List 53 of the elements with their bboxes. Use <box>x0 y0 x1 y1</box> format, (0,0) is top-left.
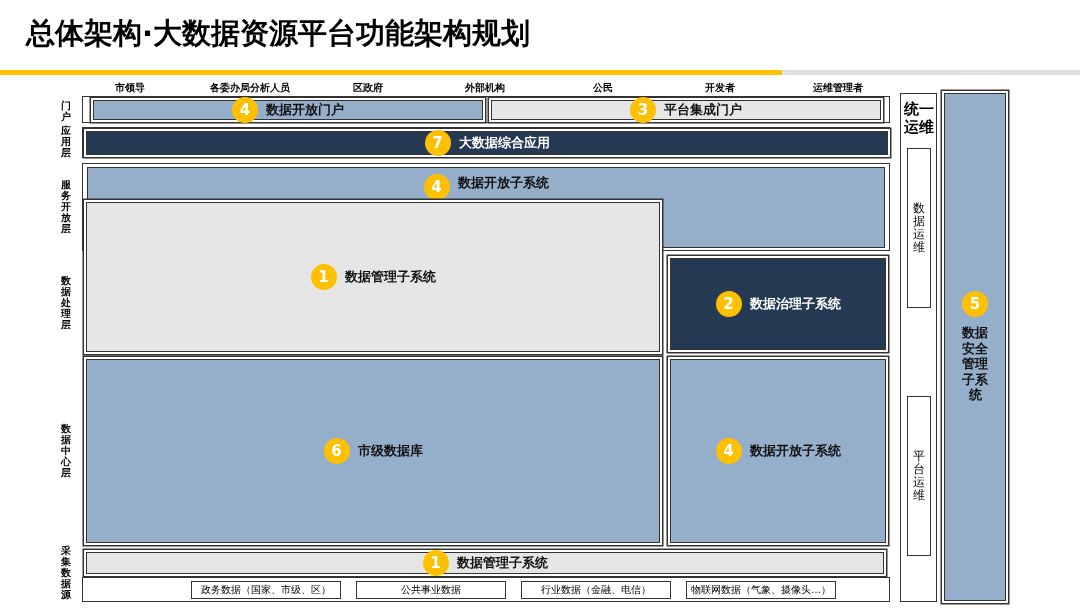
number-badge: 3 <box>630 97 656 123</box>
module-title: 数据开放门户 <box>266 101 344 119</box>
panel-title: 统一运维 <box>903 100 934 136</box>
page-title: 总体架构·大数据资源平台功能架构规划 <box>26 15 531 52</box>
number-badge: 4 <box>423 174 450 200</box>
box-label: 政务数据（国家、市级、区） <box>201 583 331 597</box>
module-box <box>87 167 885 201</box>
module-box <box>86 359 660 543</box>
number-badge: 4 <box>232 97 258 123</box>
number-badge: 2 <box>715 291 742 317</box>
module-box <box>670 359 886 543</box>
layer-label: 采集数据源 <box>61 544 71 600</box>
number-badge: 5 <box>962 291 988 317</box>
module-title: 数据安全管理子系统 <box>962 325 988 403</box>
box-label: 物联网数据（气象、摄像头…） <box>691 583 831 597</box>
ops-box <box>907 148 931 308</box>
box-label: 平台运维 <box>913 449 925 503</box>
module-title: 大数据综合应用 <box>458 134 550 152</box>
number-badge: 4 <box>715 438 742 464</box>
module-title: 平台集成门户 <box>664 101 742 119</box>
box-label: 行业数据（金融、电信） <box>541 583 651 597</box>
layer-frame <box>82 96 890 123</box>
data-source-box <box>686 581 836 599</box>
number-badge: 6 <box>323 438 350 464</box>
module-box <box>93 100 483 120</box>
layer-label: 数据处理层 <box>61 274 71 330</box>
module-box <box>491 100 881 120</box>
ops-box <box>907 396 931 556</box>
data-source-box <box>521 581 671 599</box>
module-box <box>670 258 886 350</box>
module-title: 数据开放子系统 <box>749 442 841 460</box>
layer-label: 数据中心层 <box>61 422 71 478</box>
number-badge: 1 <box>310 264 337 290</box>
module-title: 数据管理子系统 <box>456 554 548 572</box>
module-box <box>86 552 884 574</box>
user-label: 外部机构 <box>465 81 505 95</box>
module-title: 市级数据库 <box>357 442 423 460</box>
number-badge: 1 <box>422 550 449 576</box>
module-box <box>86 202 660 352</box>
layer-label: 服务开放层 <box>61 178 71 234</box>
number-badge: 7 <box>424 130 451 156</box>
module-column <box>944 93 1006 601</box>
module-title: 数据管理子系统 <box>344 268 436 286</box>
module-title: 数据治理子系统 <box>749 295 841 313</box>
data-source-box <box>191 581 341 599</box>
layer-label: 门户 <box>61 100 71 122</box>
data-source-box <box>356 581 506 599</box>
layer-frame <box>82 577 890 602</box>
module-title: 数据开放子系统 <box>457 174 549 192</box>
box-label: 公共事业数据 <box>401 583 461 597</box>
layer-label: 应用层 <box>61 124 71 158</box>
box-label: 数据运维 <box>913 201 925 255</box>
ops-panel <box>900 93 937 602</box>
